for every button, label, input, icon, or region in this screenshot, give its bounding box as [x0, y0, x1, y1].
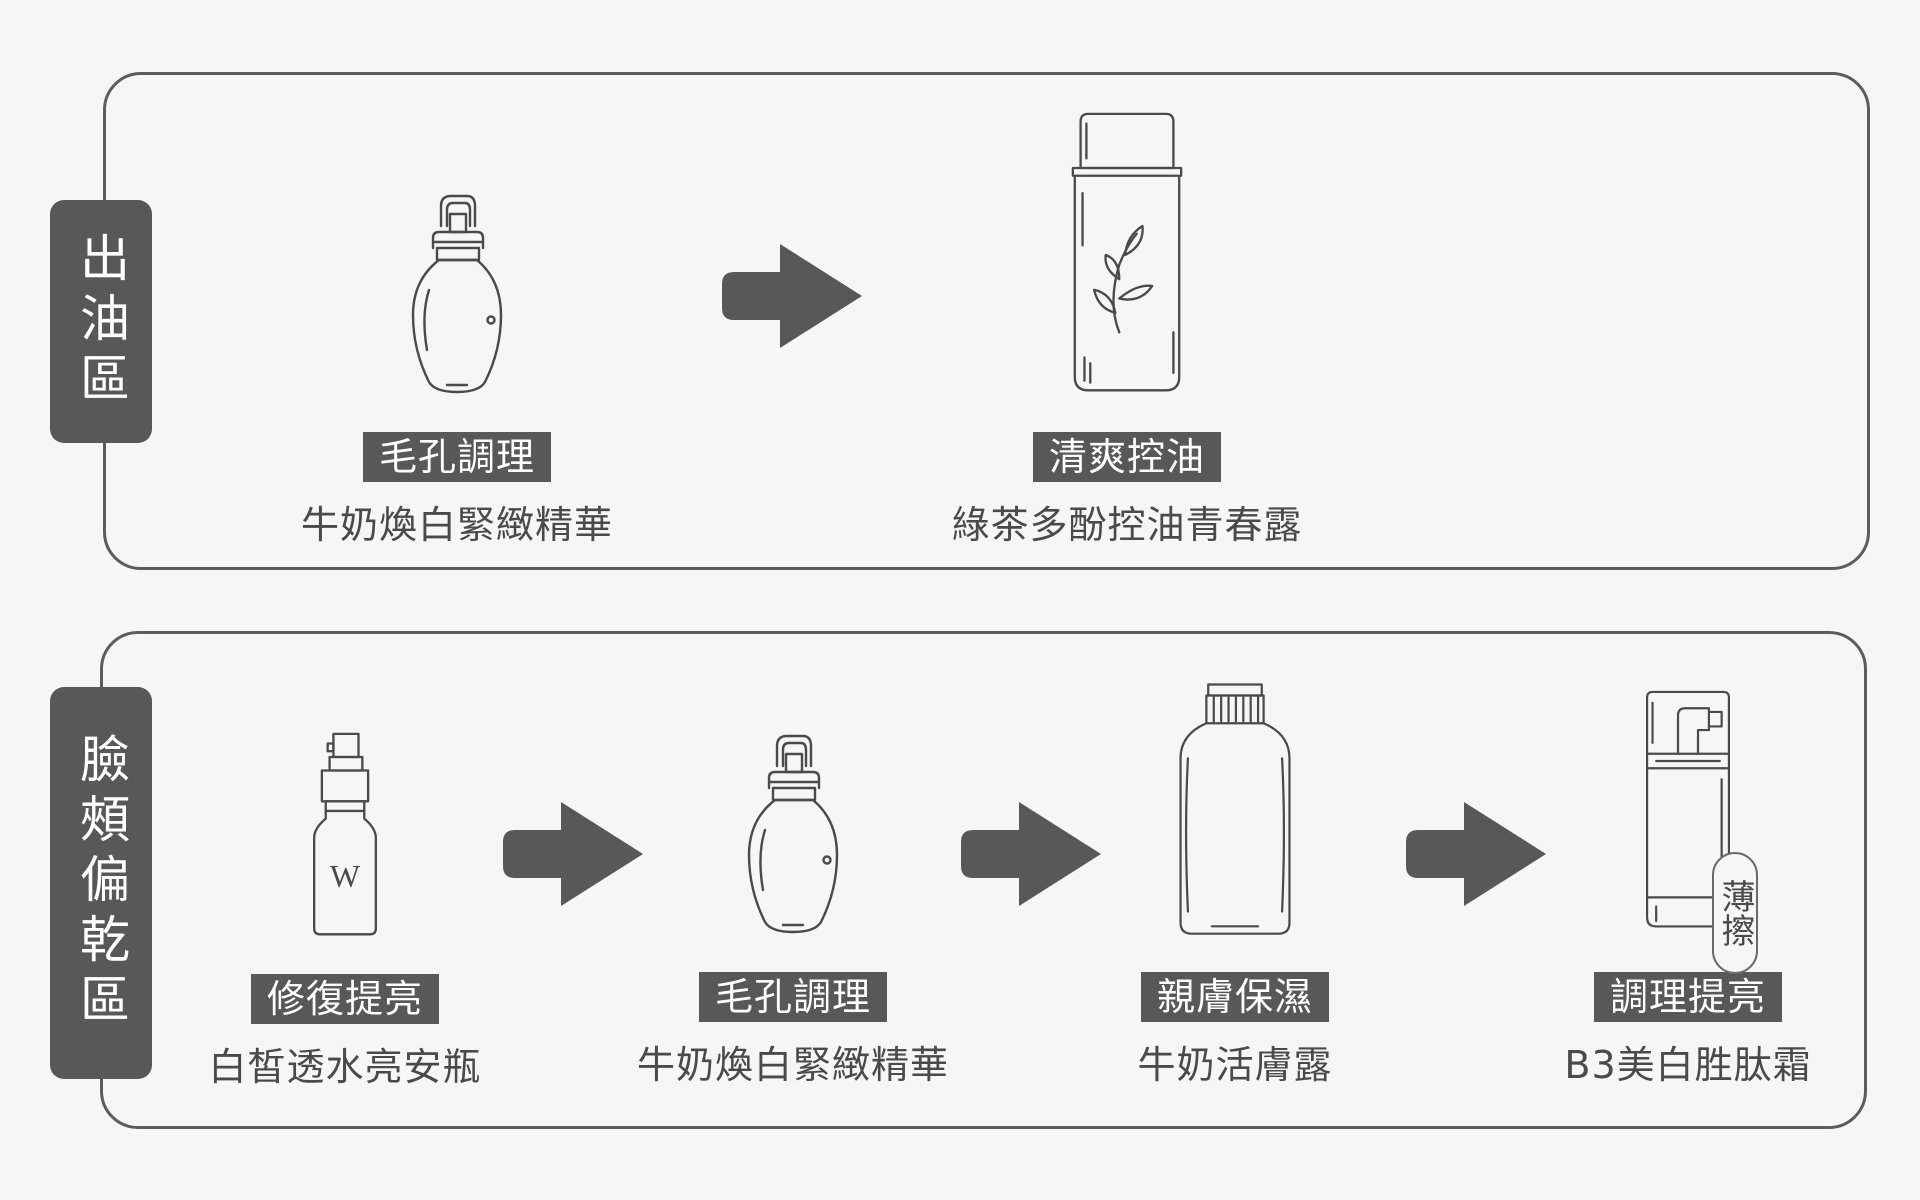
lotion-bottle-icon	[1175, 680, 1295, 940]
dry-step-4: 調理提亮 B3美白胜肽霜	[1478, 682, 1898, 1089]
thin-apply-badge: 薄擦	[1712, 852, 1758, 974]
leaf-toner-bottle-icon	[1067, 110, 1187, 400]
oily-step-2: 清爽控油 綠茶多酚控油青春露	[917, 110, 1337, 549]
oily-zone-label-text: 出油區	[72, 231, 130, 412]
dry-step-1: W 修復提亮 白皙透水亮安瓶	[135, 730, 555, 1091]
dry-step-3: 親膚保濕 牛奶活膚露	[1025, 680, 1445, 1089]
dry-zone-label: 臉頰偏乾區	[50, 687, 152, 1079]
pump-serum-bottle-icon	[407, 190, 507, 400]
product-name: 牛奶活膚露	[1137, 1043, 1333, 1087]
oily-step-1: 毛孔調理 牛奶煥白緊緻精華	[247, 190, 667, 549]
step-tag: 親膚保濕	[1140, 972, 1329, 1022]
ampoule-bottle-icon	[305, 730, 385, 942]
step-tag: 毛孔調理	[362, 432, 551, 482]
pump-serum-bottle-icon	[743, 730, 843, 940]
thin-apply-badge-text: 薄擦	[1715, 879, 1755, 947]
dry-zone-label-text: 臉頰偏乾區	[72, 733, 130, 1033]
product-name: 牛奶煥白緊緻精華	[300, 503, 613, 547]
product-name: 白皙透水亮安瓶	[208, 1045, 482, 1089]
product-name: 牛奶煥白緊緻精華	[636, 1043, 949, 1087]
oily-zone-panel	[103, 72, 1870, 570]
oily-zone-label: 出油區	[50, 200, 152, 443]
step-tag: 毛孔調理	[698, 972, 887, 1022]
dry-zone-panel	[100, 631, 1867, 1129]
step-tag: 調理提亮	[1593, 972, 1782, 1022]
right-arrow-icon	[722, 244, 862, 348]
ampoule-w-mark: W	[329, 858, 361, 894]
product-name: B3美白胜肽霜	[1564, 1043, 1812, 1087]
product-name: 綠茶多酚控油青春露	[951, 503, 1303, 547]
dry-step-2: 毛孔調理 牛奶煥白緊緻精華	[583, 730, 1003, 1089]
step-tag: 清爽控油	[1032, 432, 1221, 482]
step-tag: 修復提亮	[250, 974, 439, 1024]
